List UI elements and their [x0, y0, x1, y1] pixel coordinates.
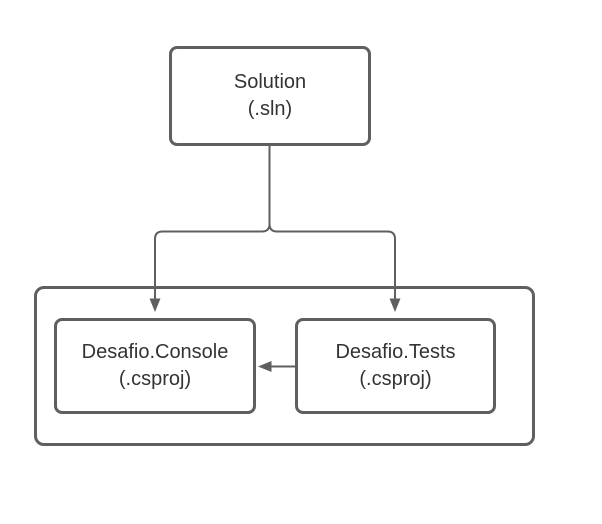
node-solution: Solution (.sln) [169, 46, 371, 146]
node-solution-sublabel: (.sln) [247, 98, 293, 120]
node-desafio-console: Desafio.Console (.csproj) [54, 318, 256, 414]
edge-solution-to-console-line [154, 146, 271, 299]
node-desafio-tests-sublabel: (.csproj) [359, 368, 432, 390]
node-solution-label: Solution [233, 71, 307, 93]
node-desafio-tests: Desafio.Tests (.csproj) [295, 318, 496, 414]
edge-solution-to-tests-line [268, 146, 396, 299]
node-desafio-console-label: Desafio.Console [81, 341, 229, 363]
node-desafio-tests-label: Desafio.Tests [335, 341, 456, 363]
node-desafio-console-sublabel: (.csproj) [118, 368, 192, 390]
